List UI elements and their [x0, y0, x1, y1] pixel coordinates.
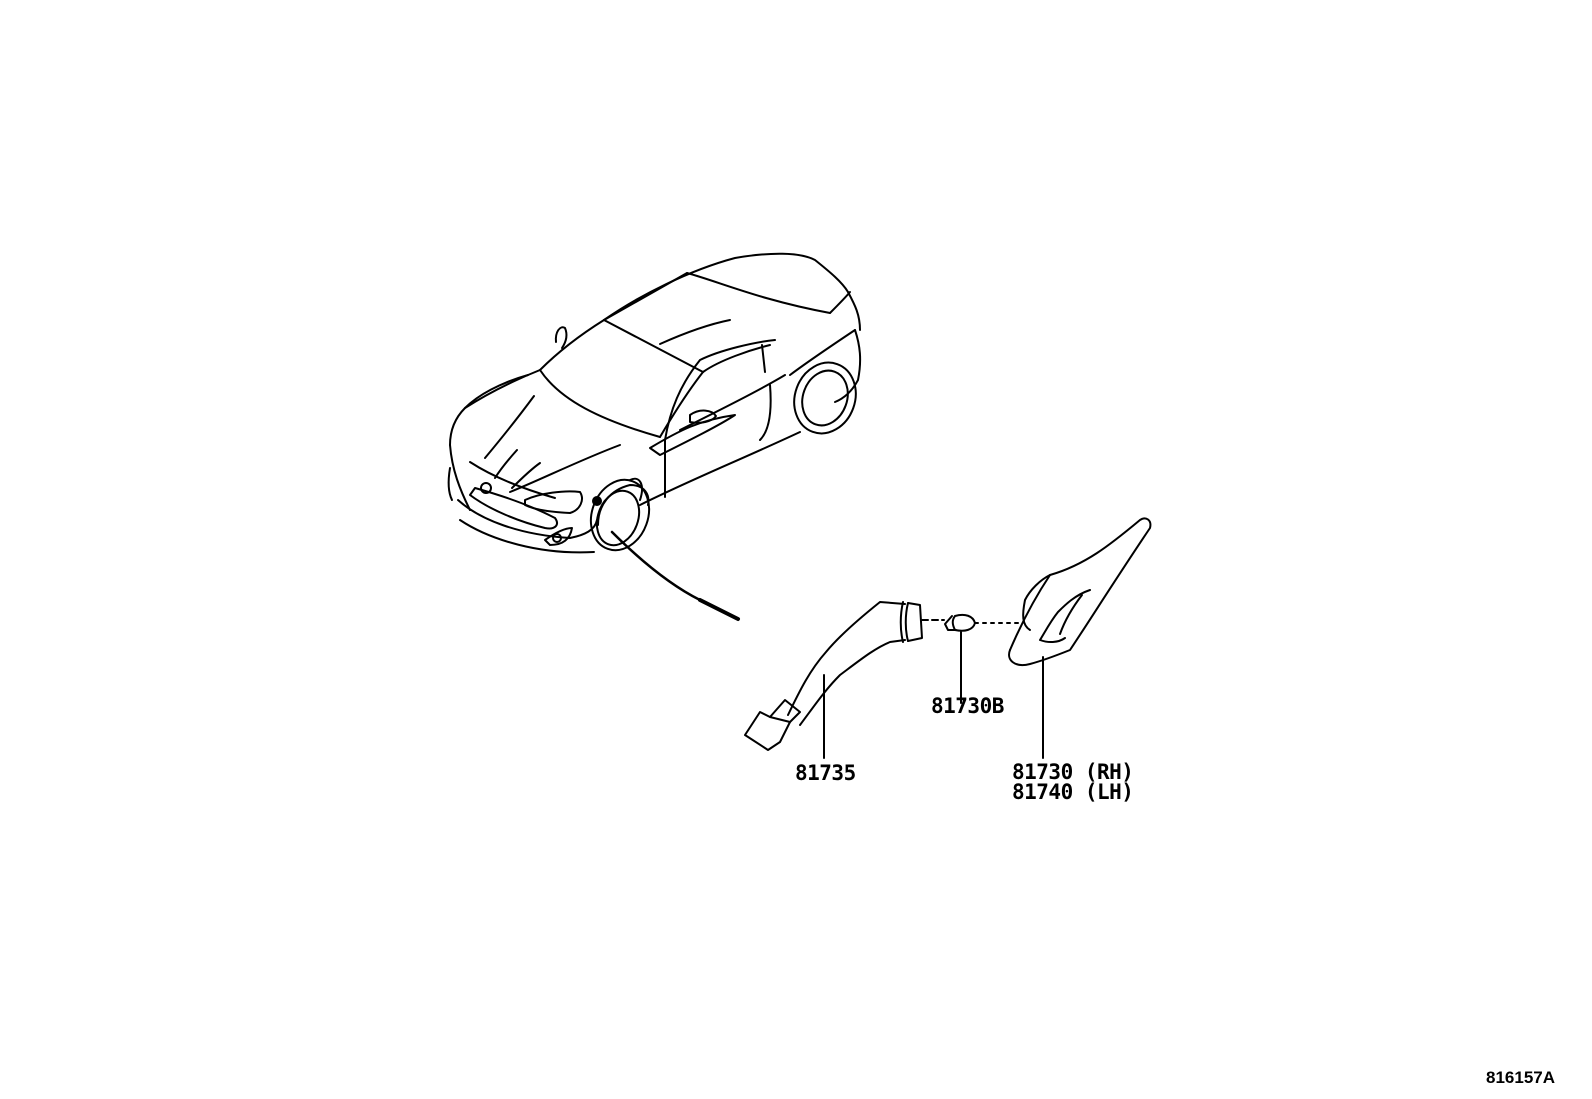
- socket-wire-part: [745, 602, 922, 758]
- marker-location-dot: [593, 497, 601, 505]
- part-label-81730-rh[interactable]: 81730 (RH): [1012, 760, 1134, 784]
- car-illustration: [449, 254, 866, 619]
- part-label-81740-lh[interactable]: 81740 (LH): [1012, 780, 1134, 804]
- lamp-assembly-part: [1009, 518, 1150, 758]
- diagram-id: 816157A: [1486, 1068, 1556, 1087]
- part-label-81730b[interactable]: 81730B: [931, 694, 1004, 718]
- part-label-81735[interactable]: 81735: [795, 761, 856, 785]
- bulb-part: [922, 615, 1020, 703]
